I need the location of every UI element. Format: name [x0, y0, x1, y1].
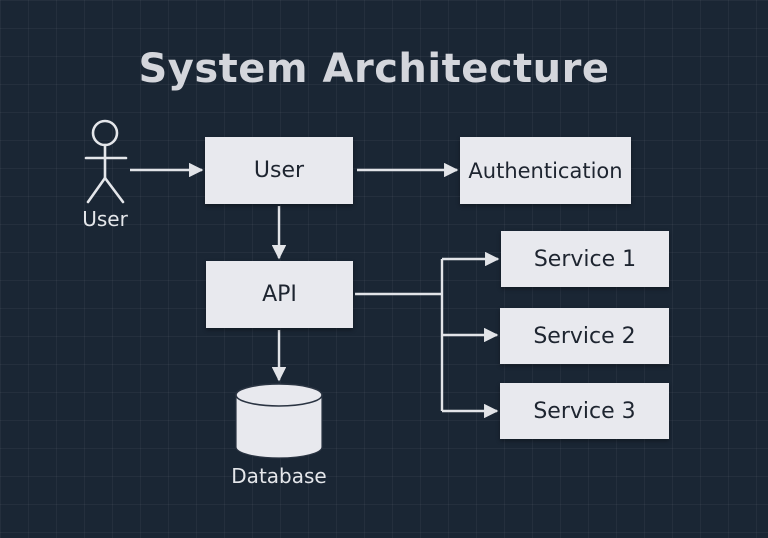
database-cylinder-icon — [235, 383, 323, 459]
database-label: Database — [231, 464, 327, 488]
authentication-node[interactable]: Authentication — [460, 137, 631, 204]
diagram-title: System Architecture — [138, 46, 610, 92]
service-2-node[interactable]: Service 2 — [500, 308, 669, 364]
user-node[interactable]: User — [205, 137, 353, 204]
service-3-node[interactable]: Service 3 — [500, 383, 669, 439]
actor-label: User — [82, 207, 128, 231]
stick-figure-icon — [84, 119, 128, 204]
api-node[interactable]: API — [206, 261, 353, 328]
service-1-node[interactable]: Service 1 — [501, 231, 669, 287]
